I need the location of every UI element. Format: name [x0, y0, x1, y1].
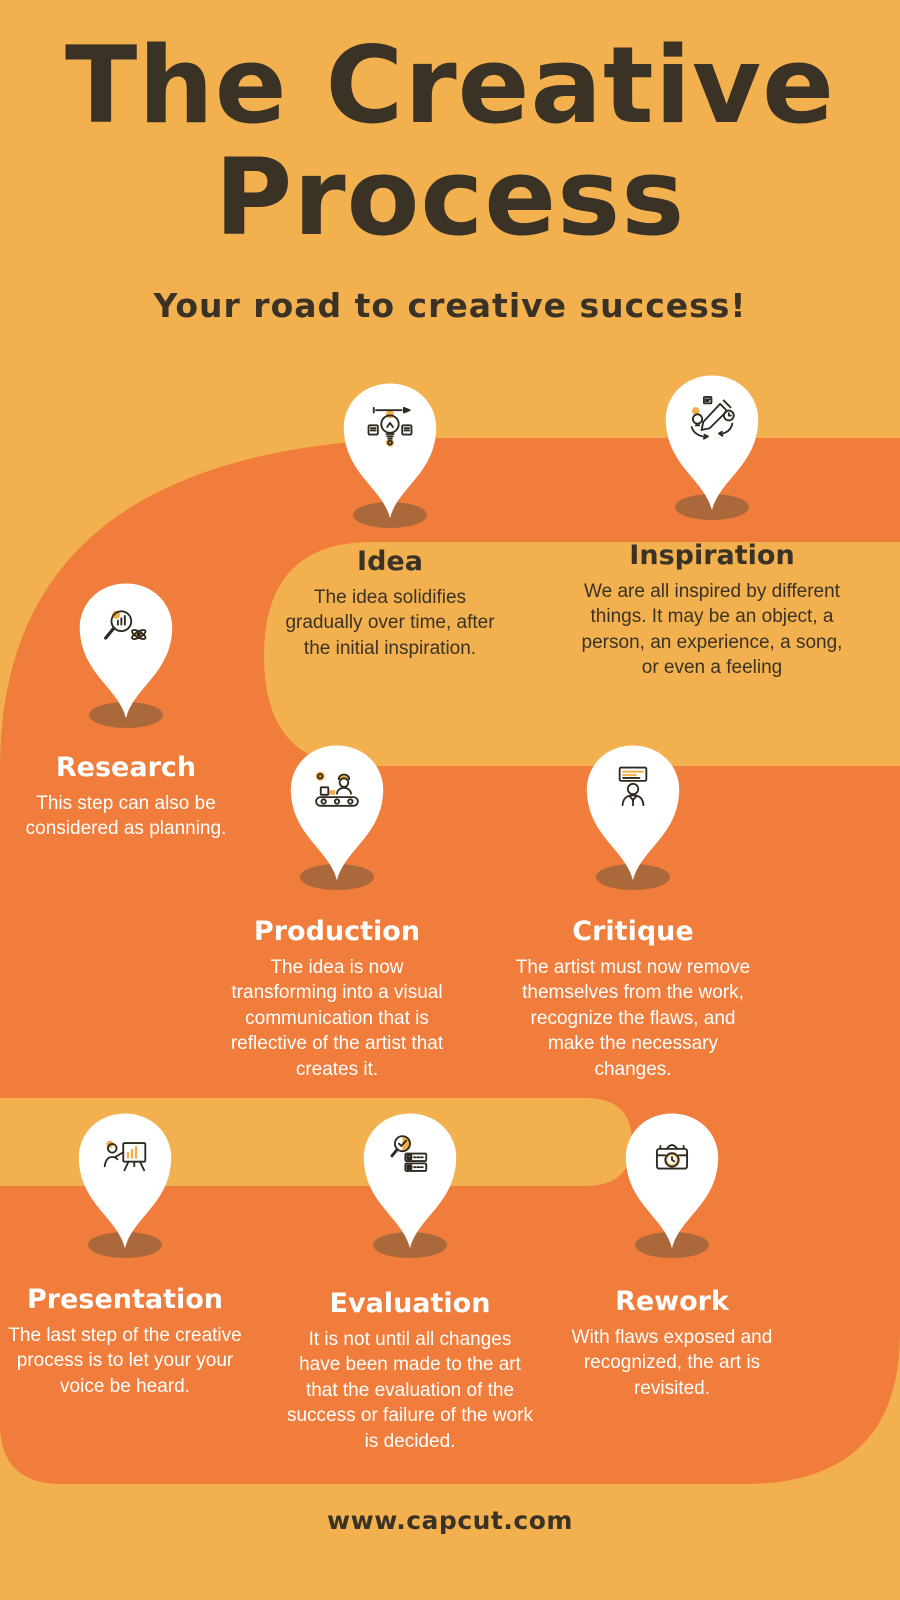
- step-title: Idea: [357, 546, 423, 577]
- map-pin-marker: [343, 383, 437, 519]
- evaluation-pin: [352, 1102, 468, 1258]
- step-title: Production: [253, 916, 421, 947]
- inspiration-pencil-icon: [690, 396, 735, 440]
- research-magnifier-icon: [104, 610, 147, 640]
- map-pin-marker: [625, 1113, 719, 1249]
- production-pin: [279, 734, 395, 890]
- critique-pin: [575, 734, 691, 890]
- step-title: Research: [55, 752, 197, 783]
- step-title: Evaluation: [329, 1288, 491, 1319]
- rework-step: Rework With flaws exposed and recognized…: [550, 1286, 794, 1401]
- map-pin-marker: [79, 583, 173, 719]
- critique-step: Critique The artist must now remove them…: [508, 916, 758, 1082]
- idea-pin: [332, 372, 448, 528]
- idea-bulb-icon: [367, 406, 413, 447]
- rework-toolbox-icon: [655, 1144, 689, 1170]
- step-description: The idea is now transforming into a visu…: [230, 957, 444, 1080]
- research-step: Research This step can also be considere…: [14, 752, 238, 842]
- production-step: Production The idea is now transforming …: [220, 916, 454, 1082]
- page-title: The Creative Process: [0, 24, 900, 260]
- presentation-pin: [67, 1102, 183, 1258]
- map-pin-marker: [665, 375, 759, 511]
- presentation-step: Presentation The last step of the creati…: [6, 1284, 244, 1399]
- step-description: We are all inspired by different things.…: [581, 581, 843, 679]
- footer-url: www.capcut.com: [327, 1506, 573, 1535]
- step-description: With flaws exposed and recognized, the a…: [571, 1327, 773, 1399]
- map-pin-marker: [290, 745, 384, 881]
- map-pin-marker: [363, 1113, 457, 1249]
- evaluation-step: Evaluation It is not until all changes h…: [286, 1288, 534, 1454]
- map-pin-marker: [586, 745, 680, 881]
- step-title: Rework: [615, 1286, 729, 1317]
- presentation-board-icon: [103, 1140, 147, 1172]
- rework-pin: [614, 1102, 730, 1258]
- step-description: The idea solidifies gradually over time,…: [285, 587, 495, 659]
- research-pin: [68, 572, 184, 728]
- step-description: The artist must now remove themselves fr…: [515, 957, 751, 1080]
- page-subtitle: Your road to creative success!: [153, 286, 747, 325]
- step-description: The last step of the creative process is…: [8, 1325, 242, 1397]
- page-title-line1: The Creative: [64, 24, 836, 147]
- production-conveyor-icon: [315, 771, 359, 807]
- idea-step: Idea The idea solidifies gradually over …: [275, 546, 505, 661]
- step-title: Inspiration: [629, 540, 795, 571]
- step-description: It is not until all changes have been ma…: [286, 1329, 534, 1452]
- inspiration-step: Inspiration We are all inspired by diffe…: [578, 540, 846, 681]
- step-description: This step can also be considered as plan…: [25, 793, 227, 840]
- critique-person-icon: [618, 766, 648, 807]
- inspiration-pin: [654, 364, 770, 520]
- evaluation-checklist-icon: [390, 1135, 428, 1172]
- map-pin-marker: [78, 1113, 172, 1249]
- step-title: Critique: [572, 916, 694, 947]
- step-title: Presentation: [26, 1284, 224, 1315]
- page-title-line2: Process: [214, 136, 686, 260]
